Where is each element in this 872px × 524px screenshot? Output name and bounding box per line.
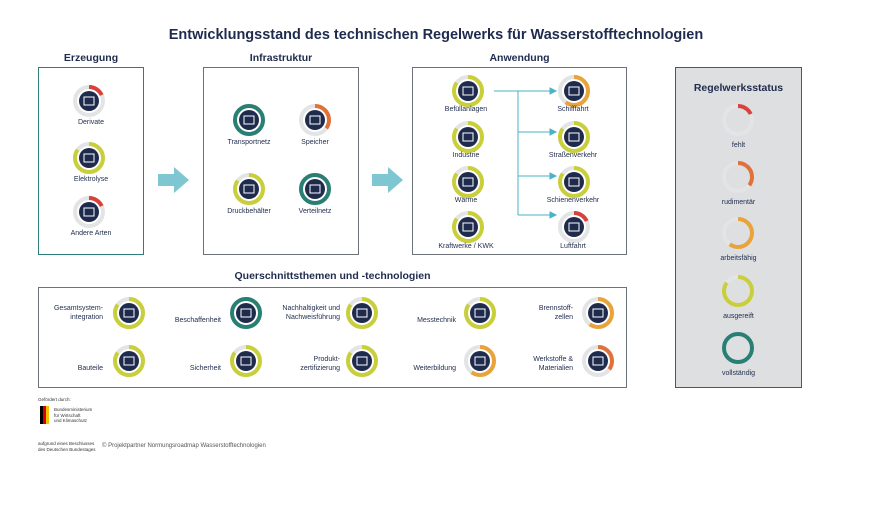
weiterbildung-label: Weiterbildung [413,365,456,372]
decision-note: aufgrund eines Beschlusses des Deutschen… [38,441,96,452]
speicher-label: Speicher [301,139,329,146]
produktzertifizierung-label: Produkt- zertifizierung [300,356,340,372]
industrie-icon [451,120,485,159]
page-title: Entwicklungsstand des technischen Regelw… [168,27,704,43]
werkstoffe-icon [581,344,615,383]
transportnetz-label: Transportnetz [227,139,271,146]
legend-ring-vollstaendig [721,331,755,370]
beschaffenheit-label: Beschaffenheit [174,317,221,324]
copyright: © Projektpartner Normungsroadmap Wassers… [102,443,266,449]
infrastruktur-box [203,67,359,255]
section-title-infrastruktur: Infrastruktur [249,52,313,64]
legend-title: Regelwerksstatus [693,82,784,94]
werkstoffe-label: Werkstoffe & Materialien [533,356,573,372]
elektrolyse-icon [72,141,106,180]
sicherheit-icon [229,344,263,383]
legend-ring-arbeitsfaehig [721,216,755,255]
legend-ring-fehlt [721,103,755,142]
waerme-icon [451,165,485,204]
gesamtsystem-icon [112,296,146,335]
flow-arrow-1 [158,167,189,193]
schienenverkehr-icon [557,165,591,204]
befuellanlagen-icon [451,74,485,113]
gesamtsystem-label: Gesamtsystem- integration [53,305,103,321]
bauteile-icon [112,344,146,383]
legend-label-arbeitsfaehig: arbeitsfähig [720,255,757,262]
druckbehaelter-label: Druckbehälter [227,208,271,215]
sicherheit-label: Sicherheit [189,365,221,372]
kraftwerke-label: Kraftwerke / KWK [438,243,494,250]
druckbehaelter-icon [232,172,266,211]
nachhaltigkeit-label: Nachhaltigkeit und Nachweisführung [282,305,340,321]
schifffahrt-label: Schifffahrt [557,106,589,113]
brennstoffzellen-icon [581,296,615,335]
section-title-anwendung: Anwendung [489,52,550,64]
anwendung-connectors [494,87,558,219]
derivate-icon [72,84,106,123]
bauteile-label: Bauteile [77,365,103,372]
weiterbildung-icon [463,344,497,383]
andere-arten-label: Andere Arten [70,230,112,237]
brennstoffzellen-label: Brennstoff- zellen [538,305,573,321]
verteilnetz-icon [298,172,332,211]
schienenverkehr-label: Schienenverkehr [546,197,600,204]
waerme-label: Wärme [454,197,478,204]
produktzertifizierung-icon [345,344,379,383]
kraftwerke-icon [451,210,485,249]
flow-arrow-2 [372,167,403,193]
anwendung-box [412,67,627,255]
strassenverkehr-label: Straßenverkehr [548,152,598,159]
messtechnik-label: Messtechnik [417,317,456,324]
speicher-icon [298,103,332,142]
legend-label-rudimentaer: rudimentär [721,199,756,206]
messtechnik-icon [463,296,497,335]
section-title-querschnitt: Querschnittsthemen und -technologien [234,270,431,282]
luftfahrt-icon [557,210,591,249]
transportnetz-icon [232,103,266,142]
andere-arten-icon [72,195,106,234]
ministry-name: Bundesministerium für Wirtschaft und Kli… [54,407,93,423]
elektrolyse-label: Elektrolyse [73,176,109,183]
befuellanlagen-label: Befüllanlagen [444,106,488,113]
beschaffenheit-icon [229,296,263,335]
nachhaltigkeit-icon [345,296,379,335]
legend-ring-ausgereift [721,274,755,313]
luftfahrt-label: Luftfahrt [560,243,586,250]
funded-by: Gefördert durch: [38,397,71,402]
federal-eagle-logo [40,406,49,424]
derivate-label: Derivate [77,119,105,126]
legend-label-ausgereift: ausgereift [723,313,754,320]
section-title-erzeugung: Erzeugung [63,52,119,64]
legend-label-vollstaendig: vollständig [721,370,756,377]
strassenverkehr-icon [557,120,591,159]
legend-ring-rudimentaer [721,160,755,199]
industrie-label: Industrie [452,152,480,159]
verteilnetz-label: Verteilnetz [298,208,332,215]
legend-label-fehlt: fehlt [731,142,746,149]
schifffahrt-icon [557,74,591,113]
